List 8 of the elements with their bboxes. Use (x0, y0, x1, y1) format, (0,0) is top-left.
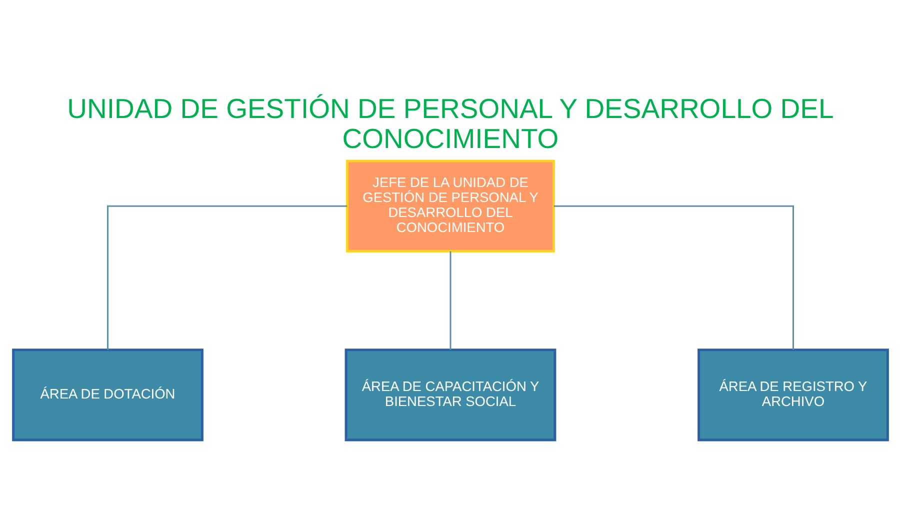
connector (554, 205, 794, 350)
node-box: JEFE DE LA UNIDAD DE GESTIÓN DE PERSONAL Y DESARROLLO DEL CONOCIMIENTO (346, 160, 555, 252)
diagram-title: UNIDAD DE GESTIÓN DE PERSONAL Y DESARROLLO DEL CONOCIMIENTO (67, 93, 834, 154)
connector (107, 205, 348, 350)
node-box: ÁREA DE DOTACIÓN (12, 348, 204, 442)
node-box: ÁREA DE CAPACITACIÓN Y BIENESTAR SOCIAL (344, 348, 556, 442)
node-box: ÁREA DE REGISTRO Y ARCHIVO (698, 348, 889, 442)
connector (450, 251, 452, 350)
